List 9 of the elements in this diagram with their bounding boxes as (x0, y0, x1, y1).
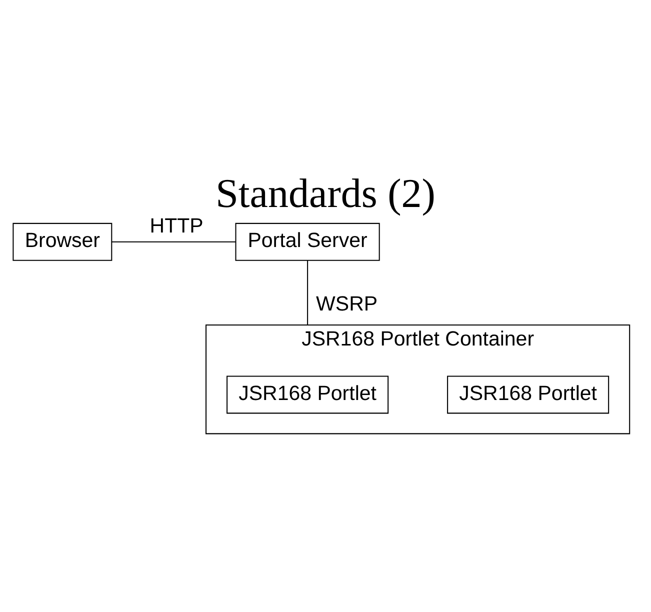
node-box: JSR168 Portlet (447, 376, 610, 414)
connector (112, 241, 236, 242)
node-box: Portal Server (235, 222, 380, 261)
edge-label: WSRP (316, 292, 378, 316)
node-box: Browser (12, 222, 112, 261)
node-box: JSR168 Portlet (226, 376, 389, 414)
diagram-title: Standards (2) (216, 170, 436, 216)
edge-label: HTTP (150, 214, 204, 238)
connector (307, 260, 308, 325)
